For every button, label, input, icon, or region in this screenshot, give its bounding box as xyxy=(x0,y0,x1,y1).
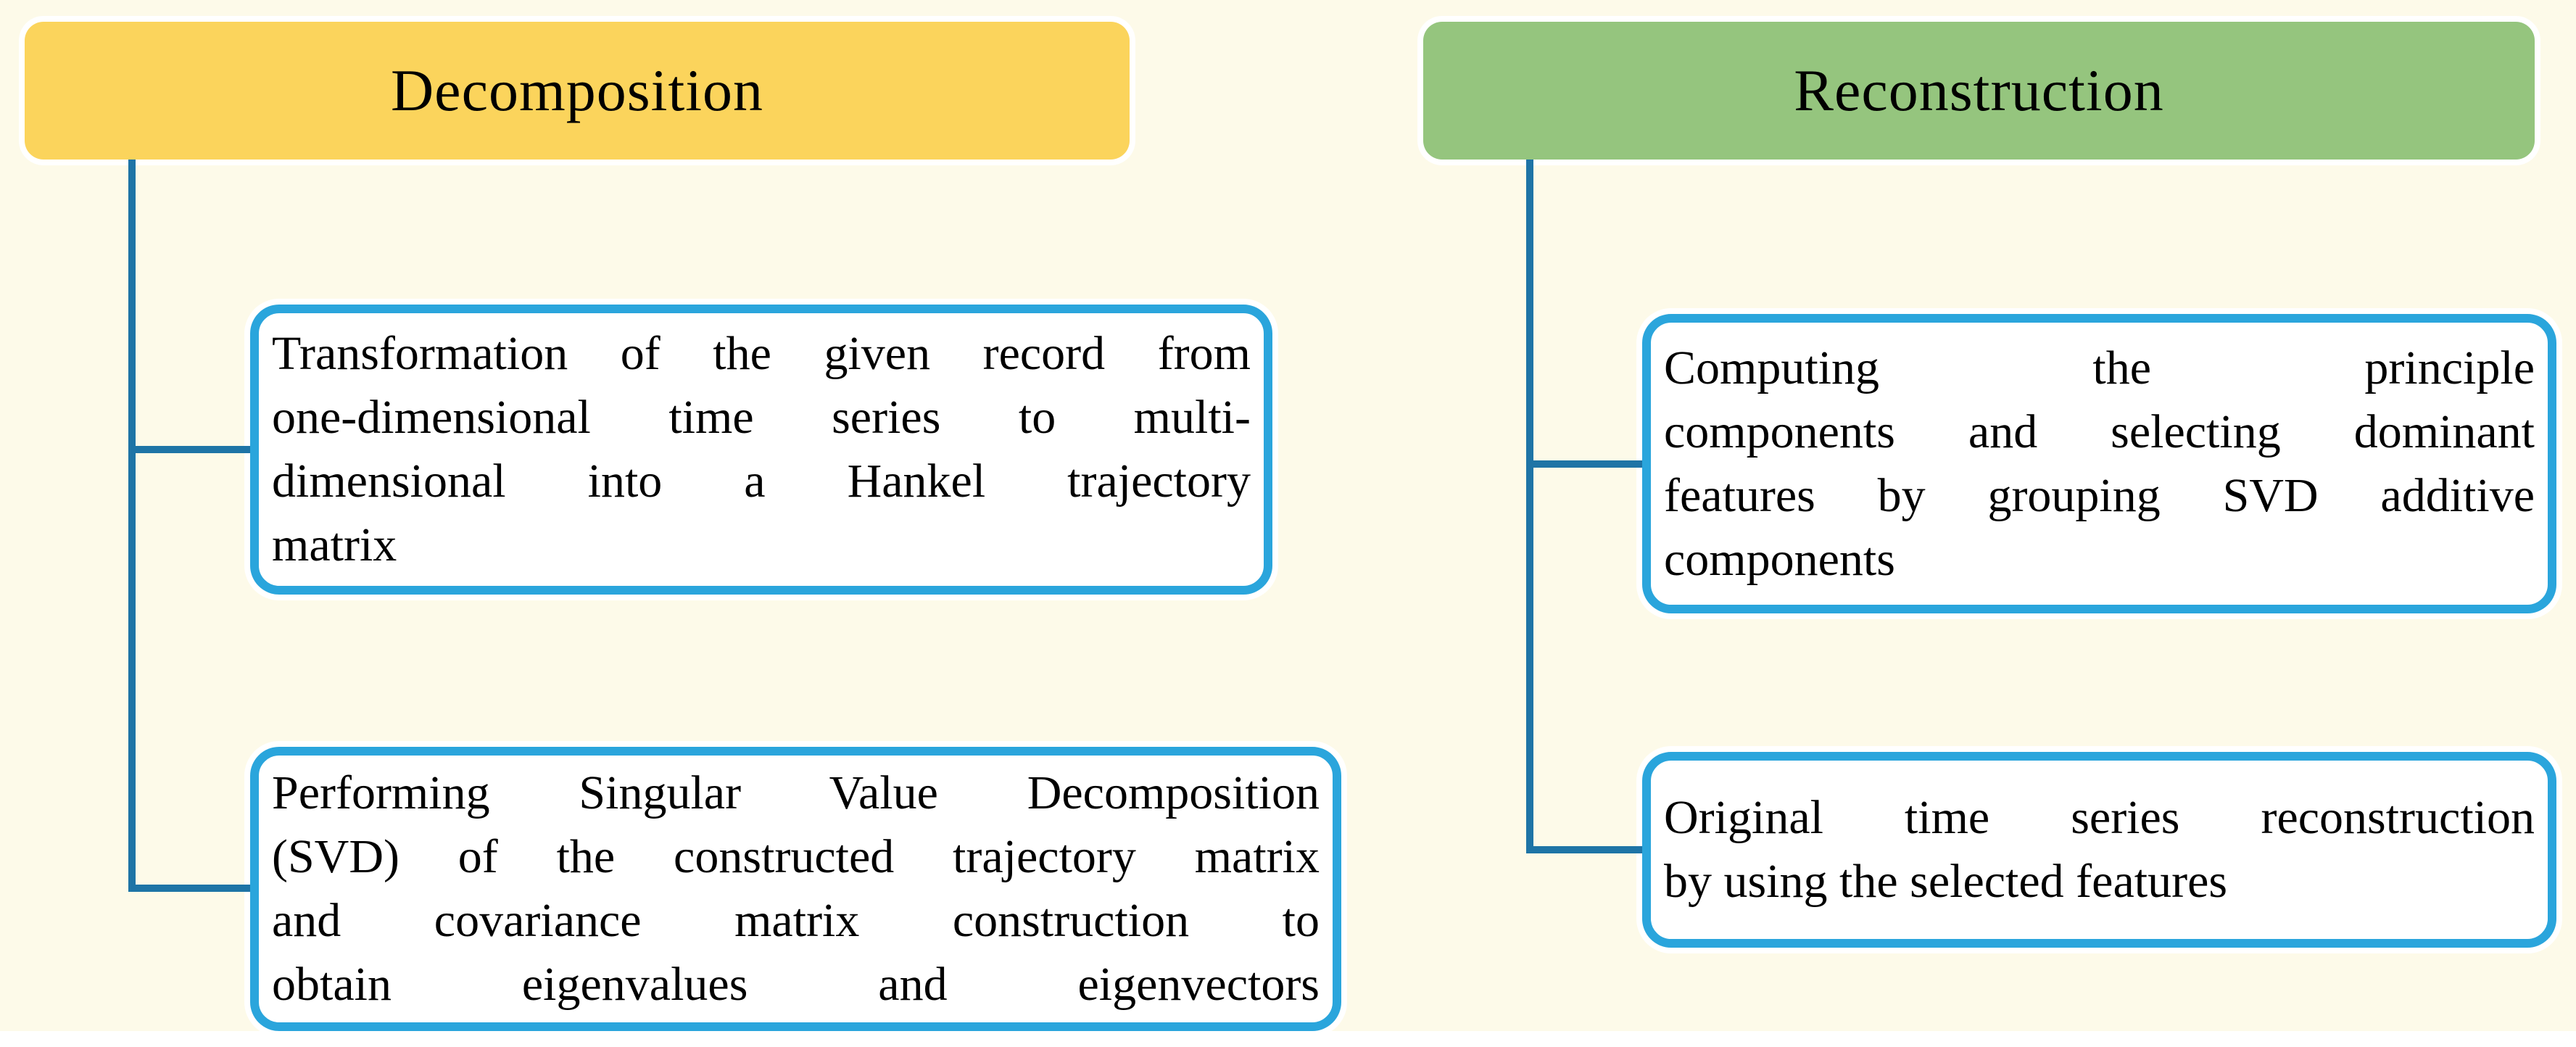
step-box-svd: Performing Singular Value Decomposition … xyxy=(250,747,1341,1031)
connector-right-branch-2 xyxy=(1526,846,1649,853)
connector-left-branch-1 xyxy=(128,446,257,453)
step-line: by using the selected features xyxy=(1664,855,2228,908)
connector-left-branch-2 xyxy=(128,885,257,892)
step-line: components and selecting dominant xyxy=(1664,405,2535,458)
step-line: Performing Singular Value Decomposition xyxy=(272,766,1320,819)
step-line: features by grouping SVD additive xyxy=(1664,468,2535,522)
step-line: and covariance matrix construction to xyxy=(272,894,1320,947)
step-line: components xyxy=(1664,532,1895,586)
reconstruction-header: Reconstruction xyxy=(1423,22,2535,160)
connector-left-vertical xyxy=(128,160,136,892)
connector-right-branch-1 xyxy=(1526,460,1649,468)
step-line: obtain eigenvalues and eigenvectors xyxy=(272,958,1320,1011)
step-line: one-dimensional time series to multi- xyxy=(272,391,1251,444)
connector-right-vertical xyxy=(1526,160,1533,853)
step-box-computing: Computing the principle components and s… xyxy=(1642,314,2556,613)
step-line: Transformation of the given record from xyxy=(272,327,1251,380)
reconstruction-header-label: Reconstruction xyxy=(1794,57,2164,123)
step-line: dimensional into a Hankel trajectory xyxy=(272,455,1251,508)
step-line: Original time series reconstruction xyxy=(1664,791,2535,844)
step-line: (SVD) of the constructed trajectory matr… xyxy=(272,830,1320,883)
decomposition-header: Decomposition xyxy=(25,22,1130,160)
decomposition-header-label: Decomposition xyxy=(390,57,764,123)
step-line: matrix xyxy=(272,518,397,571)
step-line: Computing the principle xyxy=(1664,341,2535,394)
step-box-original: Original time series reconstruction by u… xyxy=(1642,752,2556,948)
step-box-transformation: Transformation of the given record from … xyxy=(250,305,1272,595)
